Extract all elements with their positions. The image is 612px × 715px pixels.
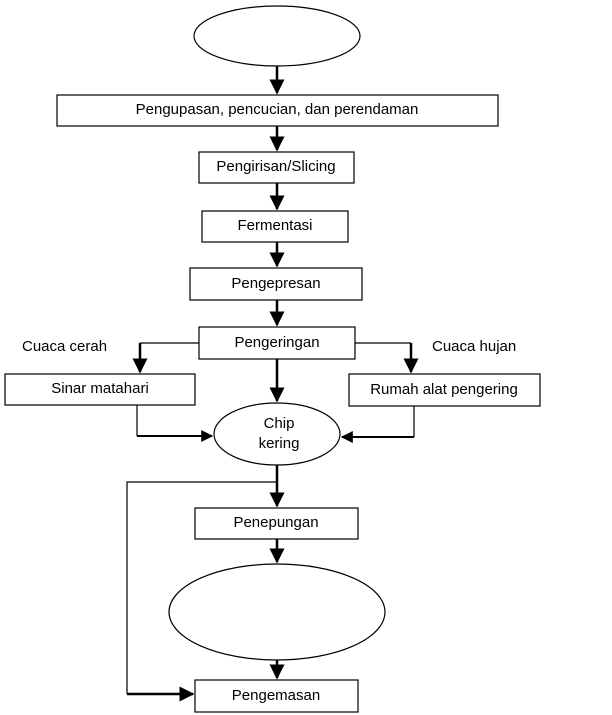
step-chip-label: Chip kering [259, 414, 300, 454]
box-dryer-house [348, 373, 541, 407]
box-packaging [194, 679, 359, 713]
chip-line-2: kering [258, 435, 300, 452]
step-milling-label: Penepungan [233, 514, 319, 531]
step-sun-label: Sinar matahari [51, 380, 149, 397]
step-packaging-label: Pengemasan [231, 687, 321, 704]
branch-sunny-label: Cuaca cerah [22, 338, 108, 355]
branch-rainy-label: Cuaca hujan [432, 338, 517, 355]
bypass-line [126, 481, 277, 694]
step-drying-label: Pengeringan [234, 334, 320, 351]
chip-line-1: Chip [263, 415, 295, 432]
step-slicing-label: Pengirisan/Slicing [216, 158, 336, 175]
box-slicing [198, 151, 355, 184]
box-sun [4, 373, 196, 406]
box-milling [194, 507, 359, 540]
step-pressing-label: Pengepresan [231, 275, 321, 292]
box-peel-wash-soak [56, 94, 499, 127]
step-peel-wash-soak-label: Pengupasan, pencucian, dan perendaman [135, 101, 419, 118]
step-dryer-house-label: Rumah alat pengering [370, 381, 518, 398]
box-fermentation [201, 210, 349, 243]
step-fermentation-label: Fermentasi [237, 217, 313, 234]
